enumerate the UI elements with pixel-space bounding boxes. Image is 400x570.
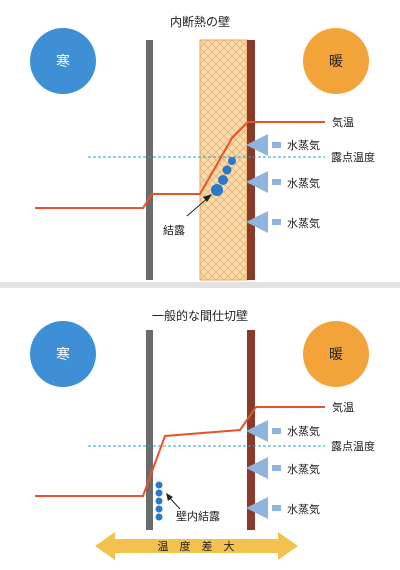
condensation-label: 結露	[163, 223, 185, 237]
vapor-arrow	[246, 457, 281, 479]
air-temp-label: 気温	[332, 115, 354, 129]
air-temperature-line	[35, 121, 325, 209]
panel-title: 一般的な間仕切壁	[152, 308, 248, 323]
vapor-arrow	[246, 497, 281, 519]
vapor-arrow	[246, 211, 281, 233]
warm-side-circle	[303, 321, 369, 387]
temperature-difference-label: 温 度 差 大	[158, 539, 235, 553]
cold-side-circle	[30, 321, 96, 387]
vapor-label: 水蒸気	[287, 138, 320, 152]
air-temperature-line	[35, 406, 325, 497]
condensation-droplets	[155, 481, 163, 521]
exterior-wall-board	[247, 40, 255, 280]
vapor-label: 水蒸気	[287, 502, 320, 516]
partition-wall-diagram: 一般的な間仕切壁 寒 暖 露点温度 気温 水蒸気 水蒸気 水蒸気	[30, 308, 375, 560]
panel-title: 内断熱の壁	[170, 14, 230, 29]
condensation-pointer-head	[203, 194, 212, 202]
temperature-difference-arrow	[95, 532, 298, 560]
vapor-arrow	[246, 171, 281, 193]
vapor-label: 水蒸気	[287, 462, 320, 476]
cold-label: 寒	[56, 53, 70, 70]
condensation-label: 壁内結露	[176, 509, 220, 523]
condensation-droplets	[211, 157, 236, 196]
vapor-arrow	[246, 420, 281, 442]
cold-side-wall-board	[146, 330, 153, 530]
dew-point-label: 露点温度	[331, 439, 375, 453]
cold-label: 寒	[56, 346, 70, 363]
warm-label: 暖	[329, 347, 343, 363]
vapor-label: 水蒸気	[287, 424, 320, 438]
warm-side-circle	[303, 28, 369, 94]
warm-label: 暖	[329, 54, 343, 70]
air-temp-label: 気温	[332, 400, 354, 414]
vapor-label: 水蒸気	[287, 216, 320, 230]
insulation-layer	[199, 39, 248, 281]
interior-wall-board	[146, 40, 153, 280]
vapor-label: 水蒸気	[287, 176, 320, 190]
condensation-pointer-head	[166, 493, 173, 501]
vapor-arrow	[246, 134, 281, 156]
partition-wall-panel: 一般的な間仕切壁 寒 暖 露点温度 気温 水蒸気 水蒸気 水蒸気	[0, 288, 400, 570]
insulated-wall-diagram: 内断熱の壁 寒 暖 露点温度 気温 水蒸気 水蒸気 水	[30, 14, 375, 281]
panel-divider	[0, 282, 400, 288]
cold-side-circle	[30, 28, 96, 94]
dew-point-label: 露点温度	[331, 150, 375, 164]
insulated-wall-panel: 内断熱の壁 寒 暖 露点温度 気温 水蒸気 水蒸気 水	[0, 0, 400, 282]
